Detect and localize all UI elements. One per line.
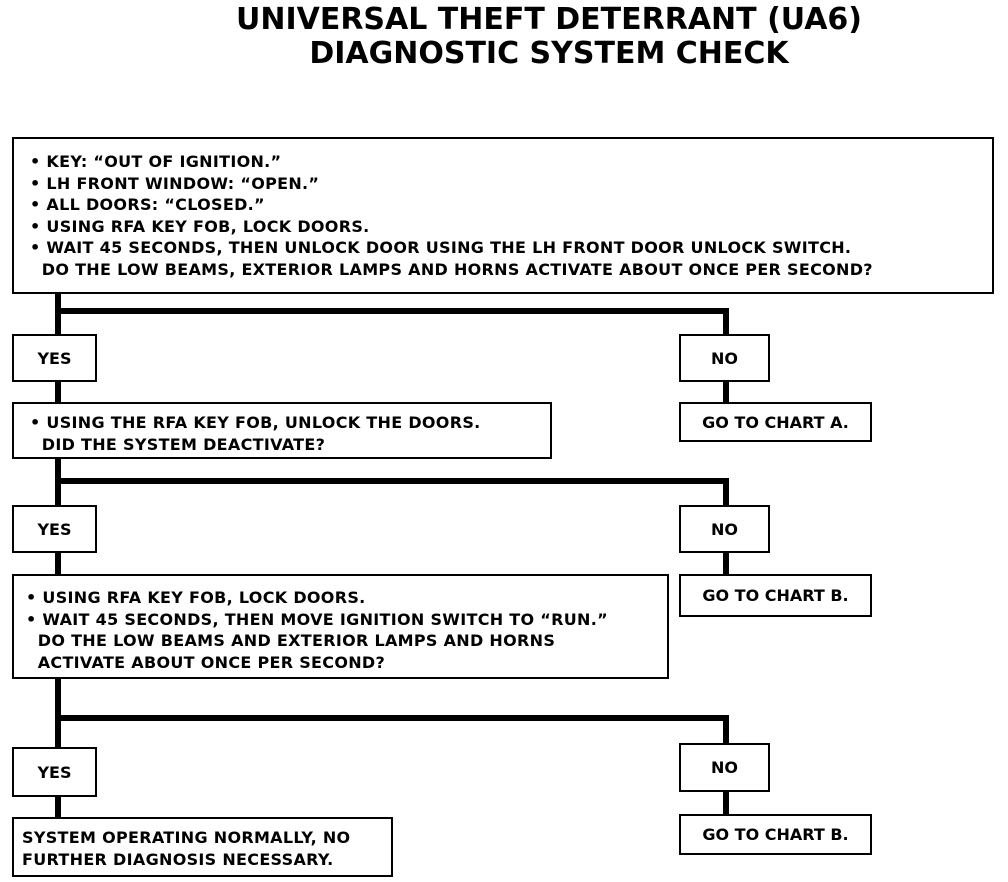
question-line: • USING RFA KEY FOB, LOCK DOORS. [30, 216, 370, 236]
connector [55, 551, 61, 576]
step-3-question-box: • USING RFA KEY FOB, LOCK DOORS. • WAIT … [12, 574, 669, 679]
connector [723, 478, 729, 507]
connector [55, 292, 61, 336]
connector [55, 308, 729, 314]
connector [55, 380, 61, 404]
result-line: SYSTEM OPERATING NORMALLY, NO [22, 828, 351, 847]
step-1-yes-label: YES [12, 334, 97, 382]
step-3-yes-label: YES [12, 747, 97, 797]
question-line: DO THE LOW BEAMS AND EXTERIOR LAMPS AND … [26, 631, 556, 650]
title-line-2: DIAGNOSTIC SYSTEM CHECK [309, 36, 789, 71]
step-1-no-label: NO [679, 334, 770, 382]
connector [723, 551, 729, 576]
step-3-no-action: GO TO CHART B. [679, 814, 872, 855]
connector [55, 478, 729, 484]
step-1-no-action: GO TO CHART A. [679, 402, 872, 442]
question-line: • KEY: “OUT OF IGNITION.” [30, 152, 282, 171]
connector [723, 715, 729, 745]
question-line: DID THE SYSTEM DEACTIVATE? [30, 434, 326, 454]
question-line: • WAIT 45 SECONDS, THEN UNLOCK DOOR USIN… [30, 238, 852, 257]
question-line: • USING THE RFA KEY FOB, UNLOCK THE DOOR… [30, 413, 481, 432]
connector [55, 715, 729, 721]
connector [723, 308, 729, 336]
question-line: • WAIT 45 SECONDS, THEN MOVE IGNITION SW… [26, 609, 608, 629]
connector [55, 795, 61, 819]
step-3-no-label: NO [679, 743, 770, 792]
connector [55, 677, 61, 749]
step-2-no-label: NO [679, 505, 770, 553]
result-line: FURTHER DIAGNOSIS NECESSARY. [22, 849, 334, 869]
question-line: • ALL DOORS: “CLOSED.” [30, 195, 265, 214]
title-line-1: UNIVERSAL THEFT DETERRANT (UA6) [235, 2, 863, 37]
question-line: • USING RFA KEY FOB, LOCK DOORS. [26, 588, 366, 607]
final-result-box: SYSTEM OPERATING NORMALLY, NO FURTHER DI… [12, 817, 393, 877]
question-line: • LH FRONT WINDOW: “OPEN.” [30, 173, 320, 193]
step-2-question-box: • USING THE RFA KEY FOB, UNLOCK THE DOOR… [12, 402, 552, 459]
step-1-question-box: • KEY: “OUT OF IGNITION.” • LH FRONT WIN… [12, 137, 994, 294]
question-line: DO THE LOW BEAMS, EXTERIOR LAMPS AND HOR… [30, 259, 873, 279]
step-2-no-action: GO TO CHART B. [679, 574, 872, 617]
connector [723, 380, 729, 404]
connector [723, 790, 729, 816]
step-2-yes-label: YES [12, 505, 97, 553]
question-line: ACTIVATE ABOUT ONCE PER SECOND? [26, 652, 386, 672]
